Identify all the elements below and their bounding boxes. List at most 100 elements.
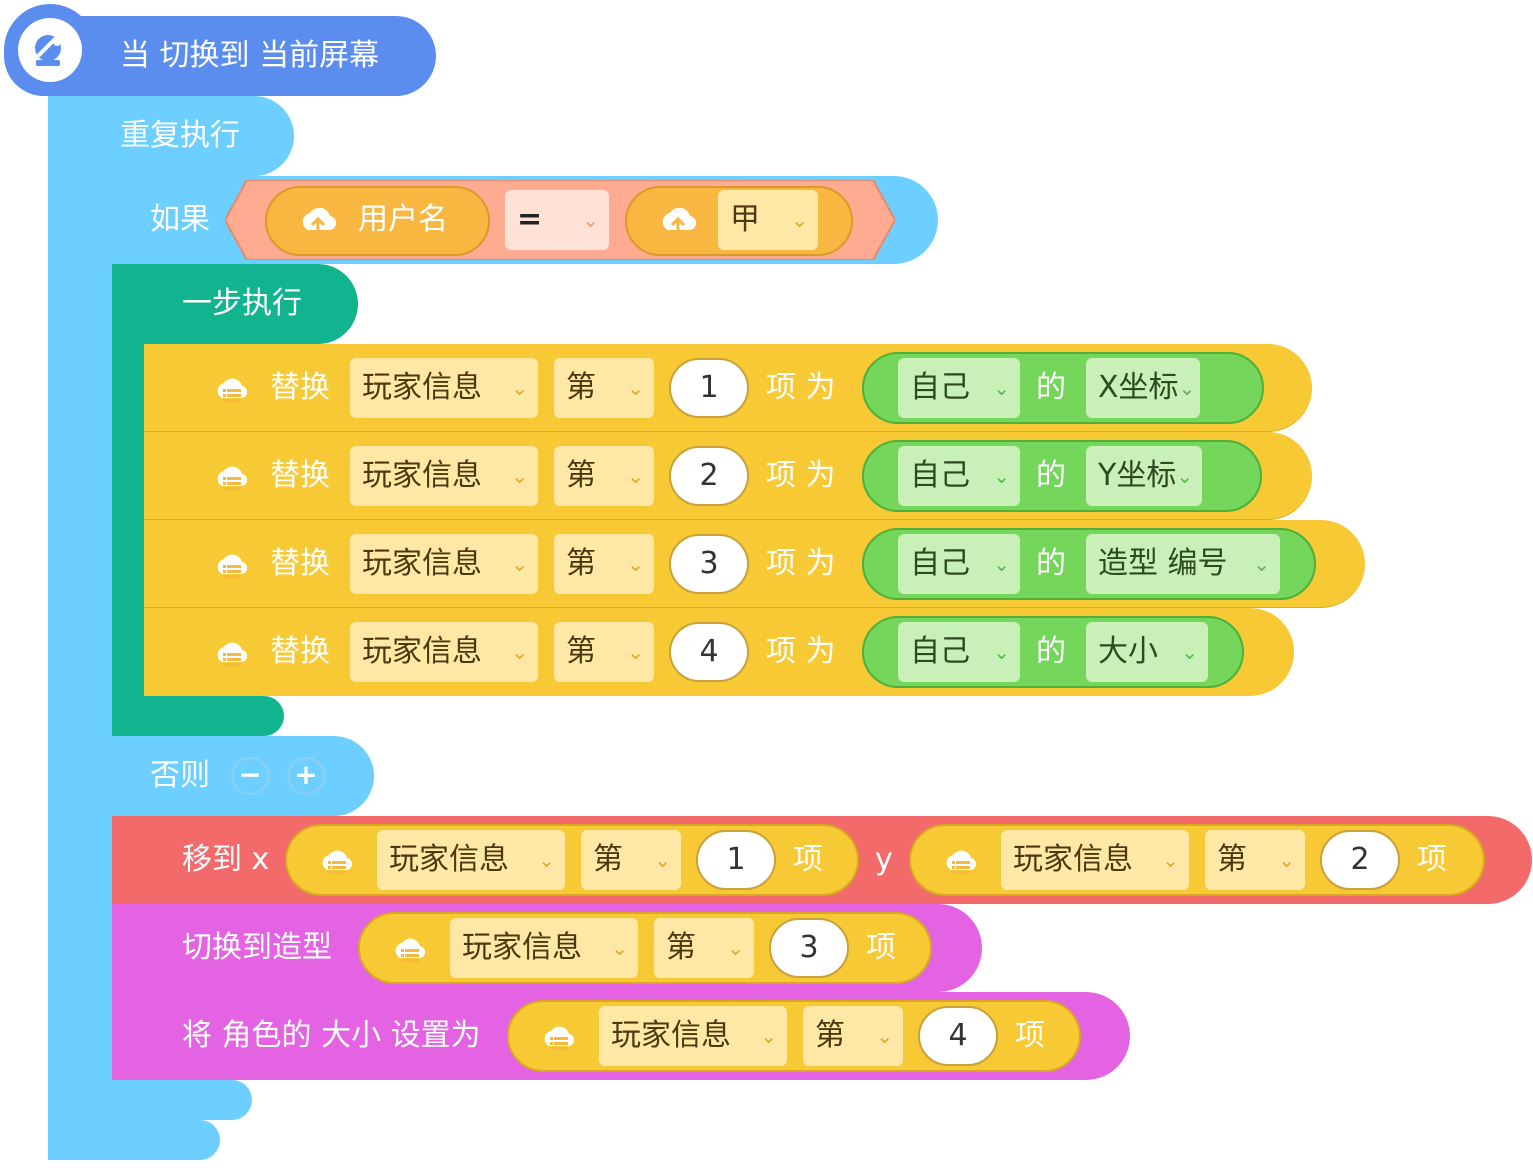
index-mode-dropdown[interactable]: 第⌄: [654, 918, 754, 978]
compare-operator-dropdown[interactable]: =⌄: [505, 190, 609, 250]
username-variable[interactable]: [265, 186, 490, 256]
item-label: 项: [866, 930, 896, 965]
cloud-list-icon: [214, 550, 250, 580]
else-block-head[interactable]: [80, 736, 374, 816]
chevron-down-icon: ⌄: [511, 376, 528, 400]
index-input[interactable]: 1: [696, 830, 776, 890]
if-label: 如果: [150, 202, 210, 237]
index-mode-dropdown[interactable]: 第⌄: [581, 830, 681, 890]
cloud-upload-icon: [662, 207, 697, 236]
chevron-down-icon: ⌄: [1178, 376, 1196, 400]
cloud-list-icon: [392, 934, 428, 964]
property-dropdown[interactable]: 造型 编号⌄: [1086, 534, 1280, 594]
replace-verb-label: 替换: [270, 634, 330, 669]
repeat-label: 重复执行: [120, 118, 240, 153]
chevron-down-icon: ⌄: [791, 208, 808, 232]
index-mode-dropdown[interactable]: 第⌄: [554, 534, 654, 594]
list-name-dropdown[interactable]: 玩家信息⌄: [1001, 830, 1189, 890]
list-name-dropdown[interactable]: 玩家信息 ⌄: [599, 1006, 787, 1066]
property-dropdown[interactable]: 大小⌄: [1086, 622, 1208, 682]
index-mode-dropdown-text: 第: [566, 370, 596, 405]
list-name-dropdown-text: 玩家信息: [611, 1018, 731, 1053]
cloud-list-icon: [943, 846, 979, 876]
cloud-list-icon: [541, 1022, 577, 1052]
index-mode-dropdown-text: 第: [566, 634, 596, 669]
cloud-list-icon: [319, 846, 355, 876]
chevron-down-icon: ⌄: [1176, 464, 1194, 488]
index-mode-dropdown[interactable]: 第⌄: [554, 358, 654, 418]
remove-else-button[interactable]: −: [231, 757, 269, 795]
index-input[interactable]: 4: [669, 622, 749, 682]
property-dropdown[interactable]: X坐标⌄: [1086, 358, 1200, 418]
chevron-down-icon: ⌄: [538, 848, 555, 872]
step-block-head[interactable]: [112, 264, 358, 344]
chevron-down-icon: ⌄: [1181, 640, 1198, 664]
chevron-down-icon: ⌄: [760, 1024, 777, 1048]
step-block-foot: [112, 696, 284, 736]
sprite-dropdown[interactable]: 自己⌄: [898, 358, 1020, 418]
index-input[interactable]: 2: [1320, 830, 1400, 890]
replace-verb-label: 替换: [270, 458, 330, 493]
sprite-dropdown[interactable]: 自己⌄: [898, 622, 1020, 682]
move-label: 移到 x: [182, 842, 270, 877]
compare-operator: =: [517, 202, 543, 237]
sprite-dropdown-text: 自己: [910, 458, 970, 493]
list-name-dropdown[interactable]: 玩家信息 ⌄: [377, 830, 565, 890]
list-name-dropdown-text: 玩家信息: [389, 842, 509, 877]
list-name-dropdown-text: 玩家信息: [362, 370, 482, 405]
sprite-dropdown[interactable]: 自己⌄: [898, 534, 1020, 594]
if-block-arm: [80, 176, 112, 1120]
chevron-down-icon: ⌄: [582, 208, 599, 232]
index-input[interactable]: 3: [769, 918, 849, 978]
move-y-label: y: [875, 842, 893, 877]
repeat-block-head[interactable]: [48, 96, 294, 176]
index-mode-dropdown-text: 第: [1217, 842, 1247, 877]
chevron-down-icon: ⌄: [1278, 848, 1295, 872]
index-input[interactable]: 1: [669, 358, 749, 418]
chevron-down-icon: ⌄: [627, 640, 644, 664]
sprite-dropdown-text: 自己: [910, 634, 970, 669]
chevron-down-icon: ⌄: [511, 552, 528, 576]
value-text: 甲: [730, 202, 760, 237]
sprite-dropdown-text: 自己: [910, 370, 970, 405]
item-label: 项: [793, 842, 823, 877]
replace-verb-label: 替换: [270, 546, 330, 581]
property-dropdown[interactable]: Y坐标⌄: [1086, 446, 1202, 506]
sprite-dropdown[interactable]: 自己⌄: [898, 446, 1020, 506]
list-name-dropdown[interactable]: 玩家信息⌄: [350, 446, 538, 506]
list-name-dropdown-text: 玩家信息: [362, 546, 482, 581]
list-name-dropdown[interactable]: 玩家信息 ⌄: [350, 358, 538, 418]
chevron-down-icon: ⌄: [511, 640, 528, 664]
index-input[interactable]: 2: [669, 446, 749, 506]
index-input[interactable]: 3: [669, 534, 749, 594]
index-input[interactable]: 4: [918, 1006, 998, 1066]
index-mode-dropdown[interactable]: 第⌄: [803, 1006, 903, 1066]
index-mode-dropdown-text: 第: [815, 1018, 845, 1053]
chevron-down-icon: ⌄: [727, 936, 744, 960]
repeat-block-arm: [48, 96, 80, 1158]
chevron-down-icon: ⌄: [993, 552, 1010, 576]
satellite-dish-icon: [35, 35, 61, 66]
of-label: 的: [1036, 370, 1066, 405]
hat-label: 当 切换到 当前屏幕: [120, 38, 380, 73]
cloud-upload-icon: [302, 207, 337, 236]
list-name-dropdown[interactable]: 玩家信息 ⌄: [350, 534, 538, 594]
property-dropdown-text: 造型 编号: [1098, 546, 1228, 581]
chevron-down-icon: ⌄: [611, 936, 628, 960]
item-as-label: 项 为: [766, 458, 836, 493]
replace-verb-label: 替换: [270, 370, 330, 405]
index-mode-dropdown[interactable]: 第⌄: [554, 622, 654, 682]
of-label: 的: [1036, 458, 1066, 493]
list-name-dropdown[interactable]: 玩家信息⌄: [350, 622, 538, 682]
value-dropdown[interactable]: 甲⌄: [718, 190, 818, 250]
index-mode-dropdown[interactable]: 第⌄: [1205, 830, 1305, 890]
of-label: 的: [1036, 634, 1066, 669]
index-mode-dropdown[interactable]: 第⌄: [554, 446, 654, 506]
chevron-down-icon: ⌄: [627, 464, 644, 488]
item-as-label: 项 为: [766, 634, 836, 669]
index-mode-dropdown-text: 第: [566, 458, 596, 493]
chevron-down-icon: ⌄: [876, 1024, 893, 1048]
list-name-dropdown-text: 玩家信息: [362, 458, 482, 493]
list-name-dropdown[interactable]: 玩家信息⌄: [450, 918, 638, 978]
add-else-button[interactable]: +: [287, 757, 325, 795]
